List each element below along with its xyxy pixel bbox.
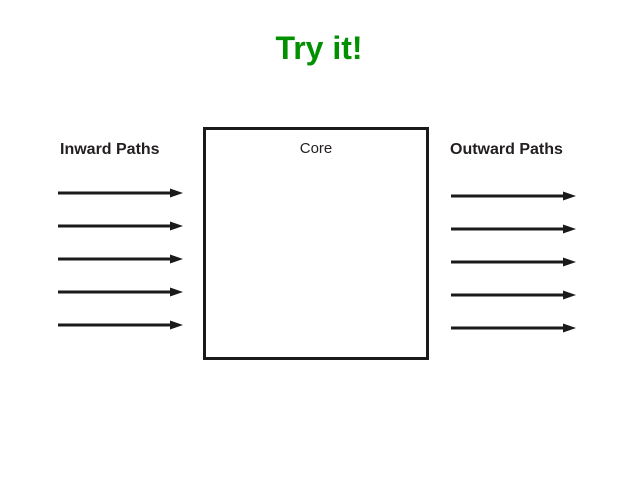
inward-paths-label: Inward Paths [60,141,160,158]
outward-paths-label: Outward Paths [450,141,563,158]
core-box [203,127,429,360]
core-label: Core [299,140,333,157]
arrow-right-icon [58,188,183,198]
inward-arrows-group [58,188,183,353]
outward-arrow-4 [451,290,576,323]
arrow-right-icon [58,287,183,297]
inward-arrow-3 [58,254,183,287]
inward-arrow-1 [58,188,183,221]
outward-arrow-3 [451,257,576,290]
page-title: Try it! [275,30,363,66]
arrow-right-icon [58,221,183,231]
arrow-right-icon [451,323,576,333]
arrow-right-icon [451,257,576,267]
arrow-right-icon [451,191,576,201]
outward-arrow-2 [451,224,576,257]
outward-arrows-group [451,191,576,356]
inward-arrow-4 [58,287,183,320]
inward-arrow-5 [58,320,183,353]
inward-arrow-2 [58,221,183,254]
outward-arrow-5 [451,323,576,356]
arrow-right-icon [451,290,576,300]
arrow-right-icon [58,320,183,330]
outward-arrow-1 [451,191,576,224]
arrow-right-icon [451,224,576,234]
arrow-right-icon [58,254,183,264]
